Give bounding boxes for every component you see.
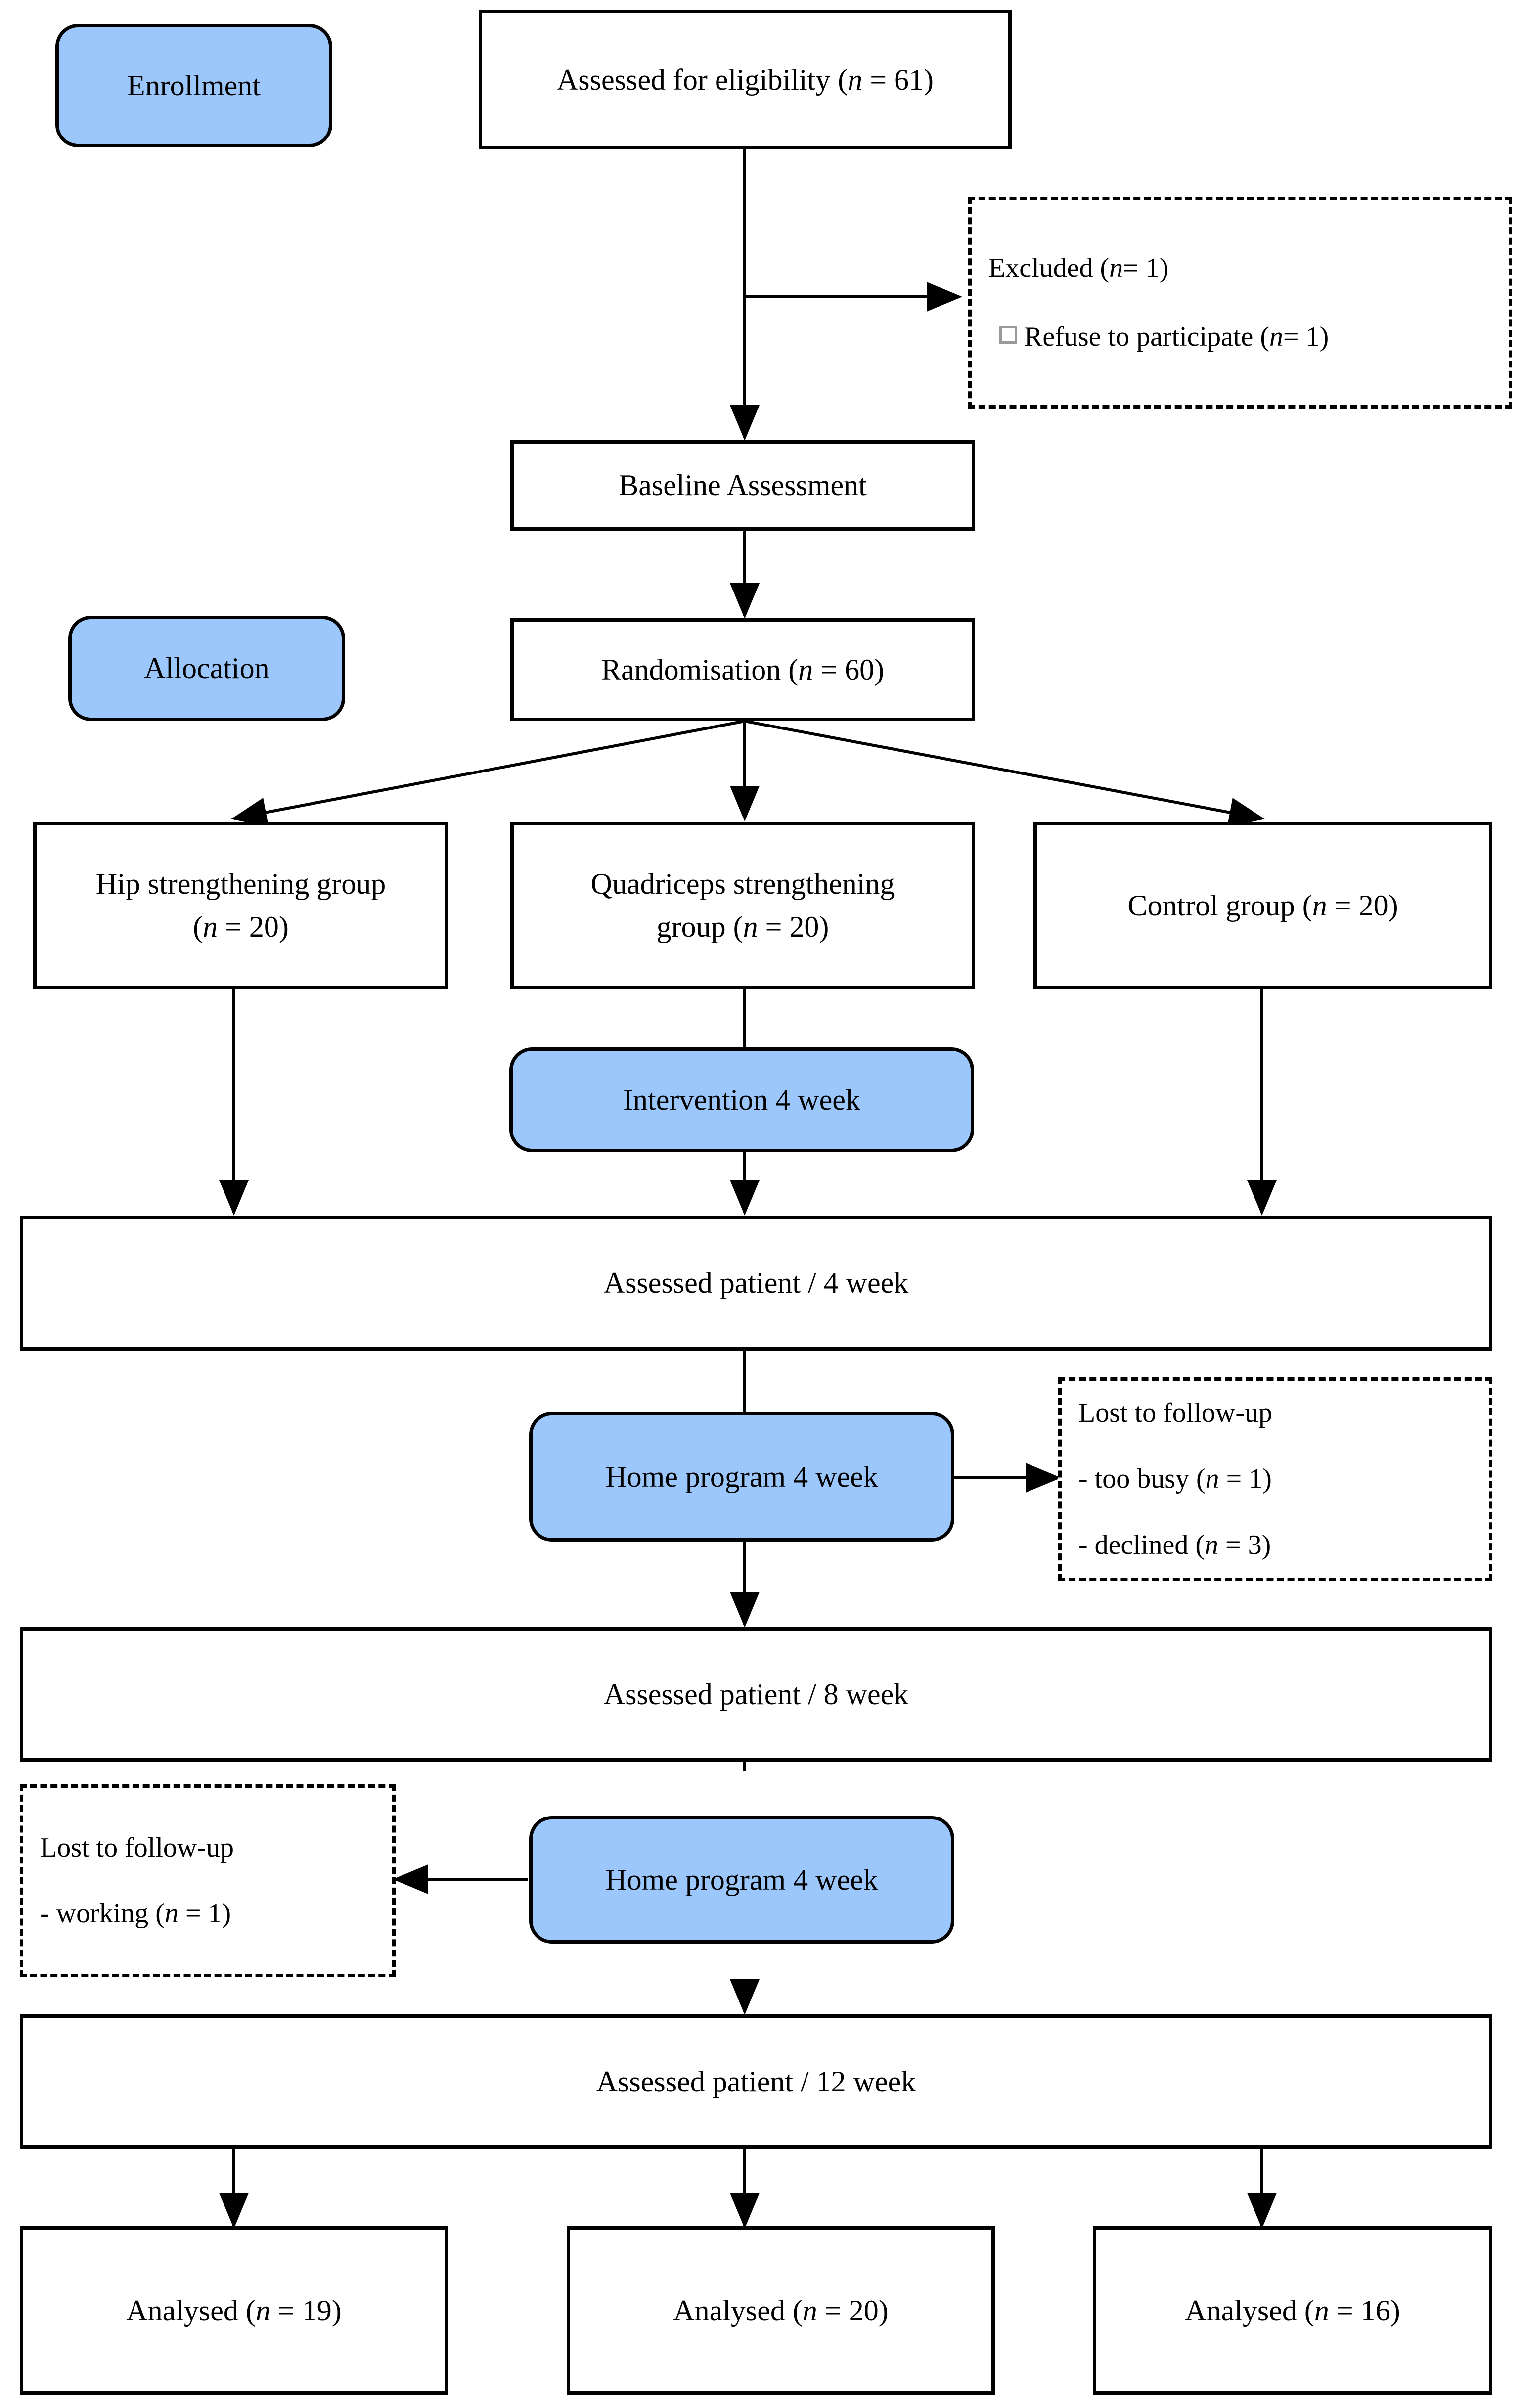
node-assessed-for-eligibility-label: Assessed for eligibility (n = 61) bbox=[556, 63, 934, 96]
lost-8week-reason-2: - declined (n = 3) bbox=[1078, 1529, 1271, 1560]
node-assessed-8-week-label: Assessed patient / 8 week bbox=[603, 1678, 909, 1711]
node-excluded-content: Excluded (n= 1) Refuse to participate (n… bbox=[972, 248, 1509, 357]
node-assessed-for-eligibility: Assessed for eligibility (n = 61) bbox=[479, 10, 1012, 149]
node-lost-to-followup-8week-content: Lost to follow-up - too busy (n = 1) - d… bbox=[1062, 1393, 1489, 1565]
node-group-hip-label: Hip strengthening group (n = 20) bbox=[95, 867, 386, 943]
node-assessed-4-week: Assessed patient / 4 week bbox=[20, 1216, 1492, 1351]
square-bullet-icon bbox=[999, 326, 1017, 344]
node-excluded-reason-label: Refuse to participate (n= 1) bbox=[1024, 321, 1329, 352]
node-group-control: Control group (n = 20) bbox=[1033, 822, 1492, 989]
node-baseline-assessment-label: Baseline Assessment bbox=[619, 469, 867, 501]
node-lost-to-followup-12week: Lost to follow-up - working (n = 1) bbox=[20, 1784, 396, 1977]
node-randomisation: Randomisation (n = 60) bbox=[510, 618, 975, 721]
phase-badge-intervention-label: Intervention 4 week bbox=[623, 1083, 860, 1116]
lost-12week-reason-1: - working (n = 1) bbox=[40, 1898, 231, 1929]
phase-badge-allocation-label: Allocation bbox=[144, 652, 269, 684]
edge-randomisation-to-control bbox=[744, 720, 1265, 827]
phase-badge-home-program-2-label: Home program 4 week bbox=[605, 1863, 878, 1896]
node-assessed-12-week-label: Assessed patient / 12 week bbox=[596, 2065, 916, 2098]
edge-randomisation-to-hip bbox=[231, 720, 745, 827]
node-randomisation-label: Randomisation (n = 60) bbox=[601, 653, 885, 686]
phase-badge-home-program-2: Home program 4 week bbox=[529, 1816, 954, 1944]
node-lost-to-followup-12week-content: Lost to follow-up - working (n = 1) bbox=[23, 1828, 392, 1934]
node-group-quadriceps: Quadriceps strengthening group (n = 20) bbox=[510, 822, 975, 989]
node-excluded-title: Excluded (n= 1) bbox=[988, 252, 1169, 283]
node-analysed-control-label: Analysed (n = 16) bbox=[1185, 2294, 1400, 2327]
node-assessed-8-week: Assessed patient / 8 week bbox=[20, 1627, 1492, 1762]
lost-8week-reason-1: - too busy (n = 1) bbox=[1078, 1463, 1272, 1495]
node-group-control-label: Control group (n = 20) bbox=[1127, 889, 1398, 922]
phase-badge-enrollment: Enrollment bbox=[55, 24, 332, 147]
node-lost-to-followup-8week: Lost to follow-up - too busy (n = 1) - d… bbox=[1058, 1377, 1492, 1581]
node-analysed-quadriceps-label: Analysed (n = 20) bbox=[673, 2294, 889, 2327]
phase-badge-intervention: Intervention 4 week bbox=[509, 1047, 974, 1152]
node-analysed-hip-label: Analysed (n = 19) bbox=[126, 2294, 342, 2327]
phase-badge-home-program-1-label: Home program 4 week bbox=[605, 1460, 878, 1493]
phase-badge-allocation: Allocation bbox=[68, 616, 345, 721]
node-assessed-4-week-label: Assessed patient / 4 week bbox=[603, 1267, 909, 1299]
node-analysed-quadriceps: Analysed (n = 20) bbox=[567, 2226, 995, 2395]
node-excluded-reason-row: Refuse to participate (n= 1) bbox=[988, 317, 1492, 357]
node-analysed-hip: Analysed (n = 19) bbox=[20, 2226, 448, 2395]
node-group-hip: Hip strengthening group (n = 20) bbox=[33, 822, 448, 989]
node-excluded: Excluded (n= 1) Refuse to participate (n… bbox=[968, 197, 1512, 409]
node-baseline-assessment: Baseline Assessment bbox=[510, 440, 975, 531]
phase-badge-home-program-1: Home program 4 week bbox=[529, 1412, 954, 1542]
node-assessed-12-week: Assessed patient / 12 week bbox=[20, 2014, 1492, 2149]
phase-badge-enrollment-label: Enrollment bbox=[127, 69, 261, 102]
node-analysed-control: Analysed (n = 16) bbox=[1093, 2226, 1492, 2395]
node-group-quadriceps-label: Quadriceps strengthening group (n = 20) bbox=[590, 867, 895, 943]
